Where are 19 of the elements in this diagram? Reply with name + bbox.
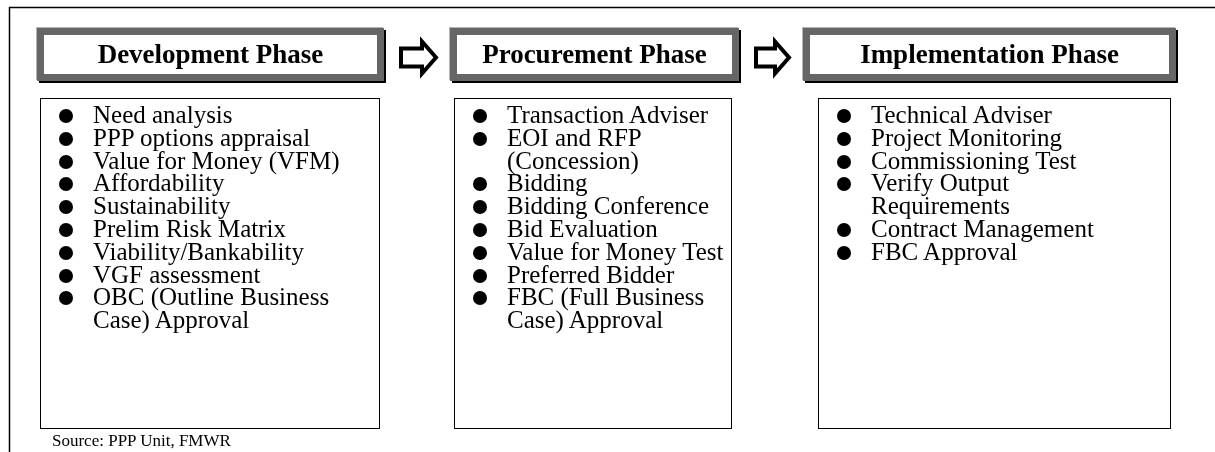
list-item: FBC (Full Business Case) Approval [507,283,705,334]
list-item: Technical Adviser [871,101,1052,128]
list-item: Transaction Adviser [507,101,709,128]
task-list-box [40,98,380,429]
block-arrow [754,36,792,79]
list-item: OBC (Outline Business Case) Approval [93,283,330,334]
task-list-box [454,98,732,429]
list-item: FBC Approval [871,237,1018,265]
phase-header-box [803,28,1176,81]
phase-title: Implementation Phase [860,39,1119,70]
task-list-box [818,98,1171,429]
list-item: Affordability [93,169,225,197]
phase-header-box [450,28,739,81]
phase-header-box [37,28,384,81]
source-note: Source: PPP Unit, FMWR [52,431,231,450]
phase-title: Procurement Phase [482,39,707,70]
phase-title: Development Phase [97,39,324,70]
block-arrow [399,36,439,79]
list-item: Verify Output Requirements [871,169,1010,220]
